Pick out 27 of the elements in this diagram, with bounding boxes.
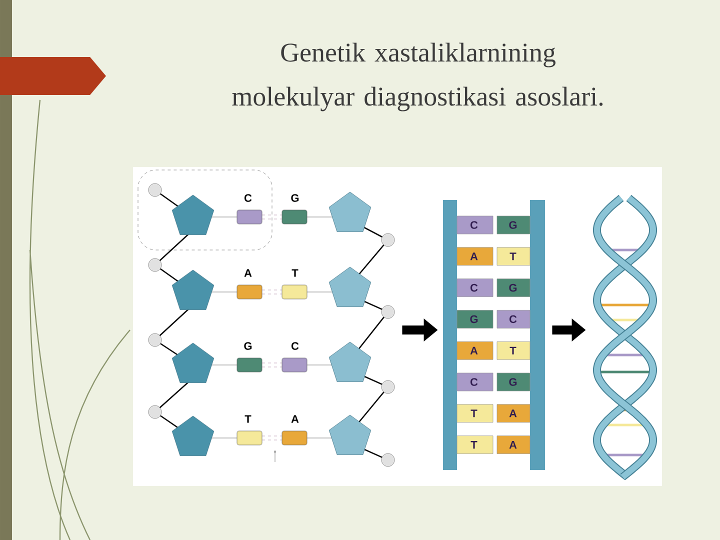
label: T (292, 269, 298, 277)
label: G (291, 194, 299, 202)
label: C (470, 378, 478, 386)
label: G (470, 315, 478, 324)
label: T (510, 346, 516, 354)
label: T (470, 441, 478, 449)
label: G (509, 284, 517, 292)
dna-ladder-drawing: C G A T C G G C A T C G T A T A (443, 200, 545, 470)
label: C (291, 342, 299, 350)
label: A (470, 252, 478, 260)
slide-title: Genetik xastaliklarnining molekulyar diagnostikasi asoslari. (232, 42, 603, 112)
label: T (470, 410, 478, 418)
label: G (509, 221, 517, 229)
label: A (244, 269, 252, 277)
label: C (470, 284, 478, 292)
label: T (244, 415, 252, 423)
label: A (509, 410, 517, 418)
label: G (509, 378, 517, 386)
nucleotide-pairs-drawing: C G A T G C T A (138, 170, 395, 467)
label: G (244, 342, 252, 350)
label: C (509, 315, 517, 324)
label: A (509, 441, 517, 449)
label: A (470, 346, 478, 354)
double-helix-drawing (593, 194, 657, 480)
label: C (470, 221, 478, 229)
label: T (510, 252, 516, 260)
label: A (291, 415, 299, 423)
